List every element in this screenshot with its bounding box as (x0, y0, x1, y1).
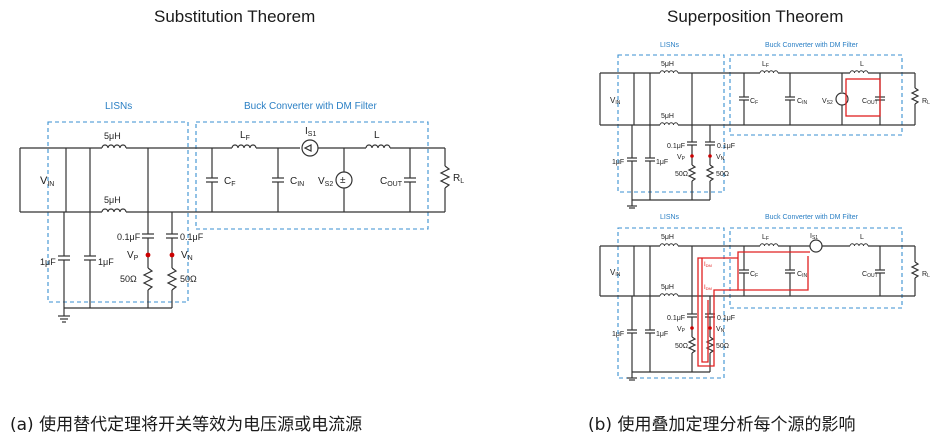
svg-text:50Ω: 50Ω (716, 343, 729, 350)
svg-text:1μF: 1μF (612, 159, 624, 166)
svg-text:VP: VP (677, 154, 686, 162)
svg-text:50Ω: 50Ω (675, 343, 688, 350)
svg-text:1μF: 1μF (98, 257, 114, 267)
lisn-box-bottom (617, 227, 725, 379)
svg-text:50Ω: 50Ω (120, 274, 137, 284)
svg-text:CIN: CIN (797, 271, 807, 279)
svg-text:CF: CF (750, 98, 758, 106)
svg-text:CF: CF (750, 271, 758, 279)
svg-text:CIN: CIN (290, 176, 304, 188)
l-bot-label: 5μH (104, 195, 121, 205)
svg-text:IDM: IDM (704, 262, 712, 268)
svg-text:Buck Converter with DM Filter: Buck Converter with DM Filter (765, 214, 859, 221)
svg-text:VIN: VIN (610, 268, 621, 278)
l-inductor (365, 144, 391, 149)
right-panel-title: Superposition Theorem (667, 7, 844, 26)
svg-text:5μH: 5μH (661, 284, 674, 291)
svg-text:LISNs: LISNs (660, 214, 680, 221)
svg-text:COUT: COUT (862, 271, 878, 279)
vin-label: VIN (40, 175, 54, 188)
svg-text:RL: RL (922, 98, 930, 106)
svg-text:5μH: 5μH (661, 234, 674, 241)
svg-text:LISNs: LISNs (660, 42, 680, 49)
svg-text:VN: VN (716, 154, 725, 162)
svg-text:0.1μF: 0.1μF (717, 315, 735, 322)
svg-text:1μF: 1μF (656, 331, 668, 338)
svg-text:50Ω: 50Ω (675, 171, 688, 178)
superposition-circuit-vs2: LISNs Buck Converter with DM Filter VIN … (599, 42, 930, 209)
idm-loop-outer (697, 257, 738, 367)
svg-text:5μH: 5μH (661, 113, 674, 120)
svg-text:0.1μF: 0.1μF (117, 232, 141, 242)
svg-text:IS1: IS1 (305, 126, 316, 138)
l-top-label: 5μH (104, 131, 121, 141)
buck-box-bottom (729, 227, 903, 309)
superposition-circuit-is1: LISNs Buck Converter with DM Filter VIN … (599, 214, 930, 381)
svg-text:VN: VN (181, 250, 193, 262)
svg-text:VS2: VS2 (822, 98, 833, 106)
buck-label: Buck Converter with DM Filter (244, 101, 377, 112)
svg-text:1μF: 1μF (40, 257, 56, 267)
buck-box (195, 121, 429, 230)
svg-text:LF: LF (762, 234, 769, 242)
lf-inductor (231, 144, 257, 149)
left-panel-title: Substitution Theorem (154, 7, 316, 26)
svg-text:±: ± (340, 175, 346, 186)
svg-text:Buck Converter with DM Filter: Buck Converter with DM Filter (765, 42, 859, 49)
svg-text:LF: LF (240, 130, 250, 142)
svg-text:50Ω: 50Ω (716, 171, 729, 178)
svg-text:L: L (860, 61, 864, 68)
svg-text:L: L (374, 130, 380, 141)
caption-b: (b) 使用叠加定理分析每个源的影响 (588, 415, 856, 435)
svg-text:0.1μF: 0.1μF (180, 232, 204, 242)
svg-text:VN: VN (716, 326, 725, 334)
svg-text:IS1: IS1 (810, 233, 818, 241)
svg-text:IDM: IDM (704, 285, 712, 291)
svg-text:RL: RL (922, 271, 930, 279)
svg-text:RL: RL (453, 173, 464, 185)
substitution-circuit: LISNs Buck Converter with DM Filter VIN … (19, 101, 464, 323)
svg-text:COUT: COUT (862, 98, 878, 106)
svg-text:1μF: 1μF (612, 331, 624, 338)
svg-text:VP: VP (127, 250, 139, 262)
vn-probe (169, 252, 175, 258)
caption-a: (a) 使用替代定理将开关等效为电压源或电流源 (10, 415, 363, 435)
vs2-current-loop (845, 78, 881, 117)
svg-text:50Ω: 50Ω (180, 274, 197, 284)
svg-text:0.1μF: 0.1μF (667, 315, 685, 322)
svg-text:VS2: VS2 (318, 176, 333, 188)
svg-text:L: L (860, 234, 864, 241)
svg-text:CIN: CIN (797, 98, 807, 106)
svg-text:VIN: VIN (610, 96, 621, 106)
svg-text:0.1μF: 0.1μF (667, 143, 685, 150)
buck-box-top (729, 54, 903, 136)
svg-text:0.1μF: 0.1μF (717, 143, 735, 150)
vp-probe (145, 252, 151, 258)
lisn-inductor-top (101, 144, 127, 149)
svg-text:VP: VP (677, 326, 686, 334)
svg-text:5μH: 5μH (661, 61, 674, 68)
svg-text:COUT: COUT (380, 176, 403, 188)
svg-text:CF: CF (224, 176, 236, 188)
lisn-inductor-bottom (101, 208, 127, 213)
svg-text:LF: LF (762, 61, 769, 69)
svg-text:1μF: 1μF (656, 159, 668, 166)
lisn-box-top (617, 54, 725, 193)
lisn-label: LISNs (105, 101, 132, 112)
